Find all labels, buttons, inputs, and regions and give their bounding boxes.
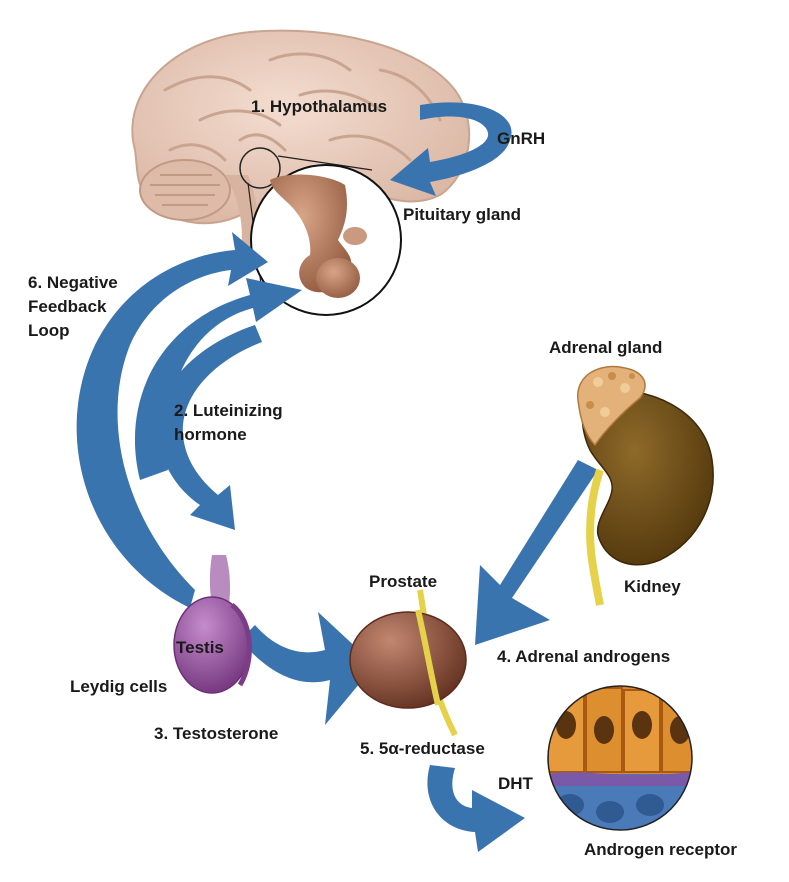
arrows	[76, 102, 598, 852]
luteinizing-arrow	[157, 325, 262, 530]
prostate-illustration	[349, 589, 467, 737]
pituitary-magnifier	[239, 147, 402, 316]
androgen-receptor-cells	[547, 685, 693, 831]
label-pituitary-gland: Pituitary gland	[403, 205, 522, 224]
label-testosterone: 3. Testosterone	[154, 724, 279, 743]
label-gnrh: GnRH	[497, 129, 546, 148]
label-leydig-cells: Leydig cells	[70, 677, 168, 696]
label-dht: DHT	[498, 774, 533, 793]
feedback-arrow-inner	[134, 278, 302, 480]
label-androgen-receptor: Androgen receptor	[584, 840, 738, 859]
label-kidney: Kidney	[624, 577, 681, 596]
label-adrenal-gland: Adrenal gland	[549, 338, 663, 357]
label-adrenal-androgens: 4. Adrenal androgens	[497, 647, 671, 666]
gnrh-arrow	[390, 102, 512, 196]
label-negative-feedback-line3: Loop	[28, 321, 70, 340]
adrenal-androgens-arrow	[475, 460, 598, 645]
reductase-arrow	[427, 765, 525, 852]
testosterone-arrow	[240, 612, 375, 725]
kidney-illustration	[577, 365, 714, 606]
label-negative-feedback-line2: Feedback	[28, 297, 107, 316]
label-5a-reductase: 5. 5α-reductase	[360, 739, 485, 758]
label-hypothalamus: 1. Hypothalamus	[251, 97, 388, 116]
label-luteinizing-line1: 2. Luteinizing	[174, 401, 283, 420]
label-prostate: Prostate	[369, 572, 438, 591]
label-testis: Testis	[176, 638, 224, 657]
testis-illustration	[173, 555, 252, 694]
label-luteinizing-line2: hormone	[174, 425, 247, 444]
negative-feedback-arrow	[76, 232, 269, 608]
label-negative-feedback-line1: 6. Negative	[28, 273, 118, 292]
